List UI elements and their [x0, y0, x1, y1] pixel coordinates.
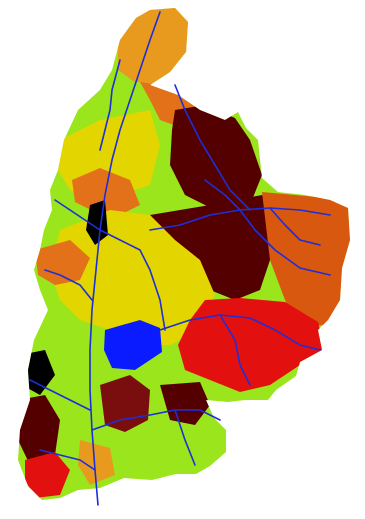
southwest-river-sub	[39, 449, 96, 471]
south-river-sub	[174, 409, 196, 466]
region-central-orange	[35, 240, 90, 285]
region-north-lime	[95, 82, 150, 120]
west-river-sub	[44, 269, 93, 301]
river-network	[29, 11, 331, 506]
central-river-branch	[99, 229, 166, 331]
southwest-river-branch	[29, 379, 91, 411]
south-river-branch	[91, 409, 221, 431]
region-southwest-red	[25, 452, 70, 498]
east-river-sub3	[269, 207, 321, 246]
east-river-sub2	[204, 179, 241, 211]
region-south-dark	[160, 382, 210, 425]
southeast-river-main	[159, 314, 321, 351]
region-northeast-maroon	[170, 105, 262, 210]
northeast-river-branch	[174, 84, 251, 211]
region-lake-blue	[104, 320, 162, 370]
southeast-river-sub	[219, 314, 251, 386]
region-southeast-red	[178, 298, 325, 392]
north-river-branch	[99, 59, 121, 151]
region-east-maroon	[150, 195, 278, 300]
region-south-amber	[78, 440, 115, 485]
west-river-branch	[54, 199, 101, 231]
region-southwest-dark	[18, 395, 60, 465]
east-river-sub1	[239, 209, 331, 276]
